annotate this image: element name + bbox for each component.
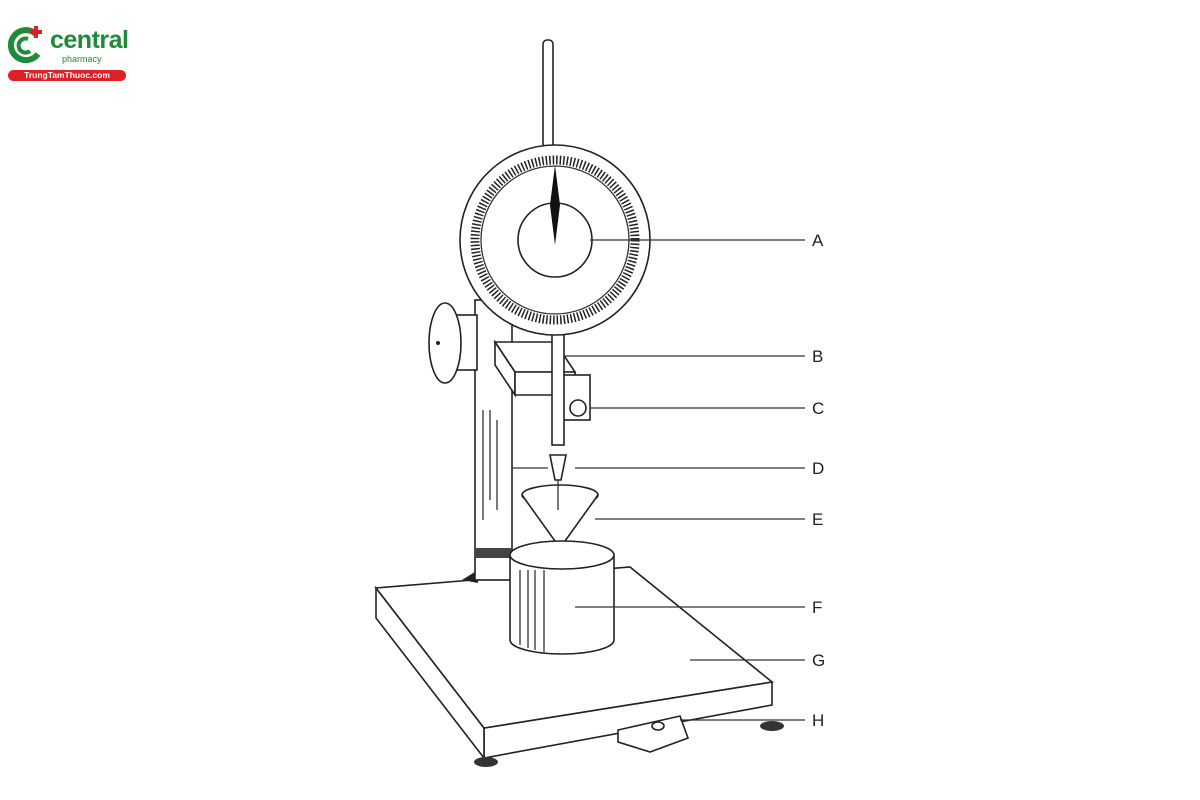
brand-logo: central pharmacy TrungTamThuoc.com bbox=[6, 22, 131, 82]
needle-holder bbox=[549, 454, 567, 481]
logo-brand: central bbox=[50, 26, 129, 54]
plunger-shaft bbox=[551, 324, 565, 446]
label-g: G bbox=[812, 651, 825, 670]
top-rod bbox=[542, 39, 554, 151]
logo-mark-icon bbox=[7, 26, 42, 64]
callouts: A B C D E F G H bbox=[512, 231, 825, 730]
sample-container bbox=[509, 540, 615, 655]
label-e: E bbox=[812, 510, 823, 529]
label-f: F bbox=[812, 598, 822, 617]
label-d: D bbox=[812, 459, 824, 478]
logo-sub: pharmacy bbox=[62, 54, 102, 64]
label-h: H bbox=[812, 711, 824, 730]
logo-site: TrungTamThuoc.com bbox=[8, 70, 126, 81]
label-a: A bbox=[812, 231, 824, 250]
adjustment-knob bbox=[428, 302, 478, 384]
label-b: B bbox=[812, 347, 823, 366]
cone bbox=[521, 484, 599, 550]
label-c: C bbox=[812, 399, 824, 418]
